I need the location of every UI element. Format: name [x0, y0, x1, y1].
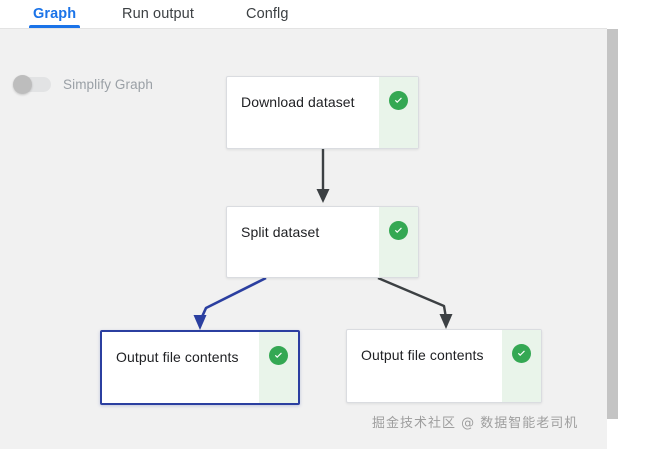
check-circle-icon: [389, 91, 408, 110]
node-status-strip: [502, 330, 541, 402]
tab-active-underline: [29, 25, 81, 28]
tab-run-output-label: Run output: [122, 6, 194, 22]
check-circle-icon: [389, 221, 408, 240]
node-label: Download dataset: [241, 94, 355, 110]
node-label: Split dataset: [241, 224, 320, 240]
watermark-text: 掘金技术社区 @ 数据智能老司机: [372, 416, 579, 431]
node-body: Output file contents: [102, 332, 259, 403]
node-status-strip: [259, 332, 298, 403]
graph-node-split-dataset[interactable]: Split dataset: [226, 206, 419, 278]
graph-node-output-file-contents-right[interactable]: Output file contents: [346, 329, 542, 403]
node-body: Output file contents: [347, 330, 502, 402]
check-circle-icon: [269, 346, 288, 365]
vertical-scrollbar-thumb[interactable]: [607, 29, 618, 419]
graph-node-output-file-contents-left[interactable]: Output file contents: [100, 330, 300, 405]
node-status-strip: [379, 207, 418, 277]
node-body: Download dataset: [227, 77, 379, 148]
canvas-right-gutter: [619, 28, 653, 449]
simplify-graph-row: Simplify Graph: [13, 75, 153, 94]
edge-split-to-output-left: [193, 276, 267, 330]
simplify-graph-toggle[interactable]: [13, 75, 51, 94]
edge-download-to-split: [316, 149, 330, 203]
graph-canvas[interactable]: Simplify Graph Download dataset: [0, 28, 607, 449]
graph-node-download-dataset[interactable]: Download dataset: [226, 76, 419, 149]
node-label: Output file contents: [361, 347, 484, 363]
tab-config-label: Conflg: [246, 6, 289, 22]
simplify-graph-label: Simplify Graph: [63, 77, 153, 92]
toggle-knob: [13, 75, 32, 94]
tab-run-output[interactable]: Run output: [116, 0, 200, 28]
tab-bar: Graph Run output Conflg: [0, 0, 653, 28]
tab-config[interactable]: Conflg: [240, 0, 295, 28]
tab-graph-label: Graph: [33, 6, 77, 22]
tab-graph[interactable]: Graph: [27, 0, 82, 28]
node-status-strip: [379, 77, 418, 148]
check-circle-icon: [512, 344, 531, 363]
node-body: Split dataset: [227, 207, 379, 277]
edge-split-to-output-right: [377, 276, 453, 329]
node-label: Output file contents: [116, 349, 239, 365]
